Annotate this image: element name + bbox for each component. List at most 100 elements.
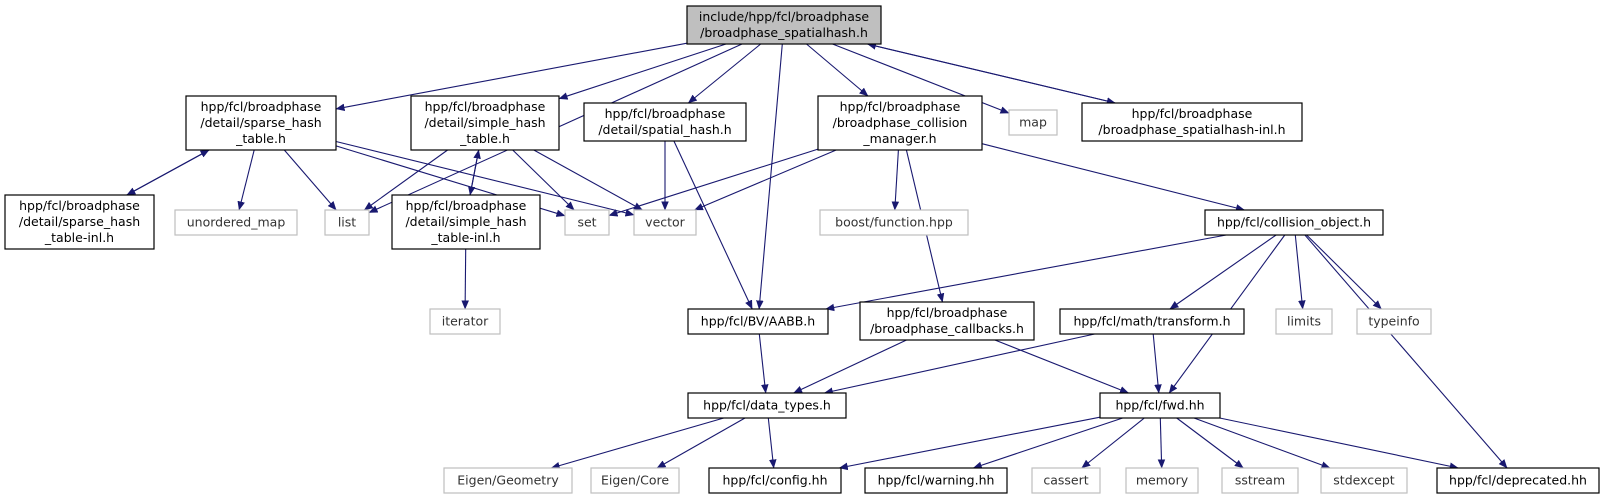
node-label-line: /detail/simple_hash bbox=[405, 214, 526, 229]
edge-simple-to-set bbox=[512, 149, 575, 211]
node-typeinfo: typeinfo bbox=[1356, 308, 1432, 335]
edge-datatypes-to-config bbox=[767, 417, 777, 469]
node-label-line: hpp/fcl/broadphase bbox=[1132, 106, 1253, 121]
node-spatial[interactable]: hpp/fcl/broadphase/detail/spatial_hash.h bbox=[583, 102, 747, 142]
node-box bbox=[1008, 109, 1058, 136]
edge-collobj-to-aabb bbox=[825, 234, 1227, 312]
node-vector: vector bbox=[633, 209, 697, 236]
node-sparse[interactable]: hpp/fcl/broadphase/detail/sparse_hash_ta… bbox=[185, 95, 337, 151]
node-label-line: hpp/fcl/data_types.h bbox=[703, 398, 831, 413]
node-label-line: iterator bbox=[442, 314, 489, 329]
edge-simple_inl-to-simple bbox=[469, 149, 481, 196]
node-label-line: /detail/sparse_hash bbox=[200, 115, 321, 130]
node-label-line: set bbox=[577, 215, 596, 230]
node-inl[interactable]: hpp/fcl/broadphase/broadphase_spatialhas… bbox=[1081, 102, 1303, 142]
node-box bbox=[185, 95, 337, 151]
node-label-line: boost/function.hpp bbox=[835, 215, 953, 230]
node-limits: limits bbox=[1275, 308, 1333, 335]
node-box bbox=[1031, 467, 1101, 494]
edge-sparse-to-list bbox=[283, 149, 337, 211]
node-box bbox=[1125, 467, 1199, 494]
node-manager[interactable]: hpp/fcl/broadphase/broadphase_collision_… bbox=[817, 95, 983, 151]
edge-datatypes-to-core bbox=[656, 417, 746, 469]
node-box bbox=[859, 301, 1035, 341]
node-warning[interactable]: hpp/fcl/warning.hh bbox=[864, 467, 1008, 494]
node-label-line: /broadphase_callbacks.h bbox=[870, 321, 1024, 336]
edge-collobj-to-transform bbox=[1169, 234, 1277, 310]
node-fwd[interactable]: hpp/fcl/fwd.hh bbox=[1099, 392, 1221, 419]
edge-manager-to-boost bbox=[891, 149, 900, 211]
node-box bbox=[1099, 392, 1221, 419]
node-label-line: _table.h bbox=[235, 131, 286, 146]
edge-simple-to-list bbox=[363, 149, 448, 211]
node-label-line: hpp/fcl/broadphase bbox=[19, 198, 140, 213]
node-box bbox=[1204, 209, 1384, 236]
edge-aabb-to-datatypes bbox=[758, 333, 769, 394]
node-box bbox=[1059, 308, 1245, 335]
edge-sparse-to-vector bbox=[335, 140, 635, 217]
node-list: list bbox=[324, 209, 370, 236]
node-label-line: memory bbox=[1136, 473, 1189, 488]
node-core: Eigen/Core bbox=[590, 467, 680, 494]
node-label-line: _table.h bbox=[459, 131, 510, 146]
node-box bbox=[391, 194, 541, 250]
node-label-line: hpp/fcl/broadphase bbox=[840, 99, 961, 114]
node-label-line: /broadphase_spatialhash.h bbox=[700, 25, 868, 40]
node-datatypes[interactable]: hpp/fcl/data_types.h bbox=[687, 392, 847, 419]
node-label-line: /broadphase_collision bbox=[833, 115, 968, 130]
node-box bbox=[429, 308, 501, 335]
node-box bbox=[817, 95, 983, 151]
edge-root-to-spatial bbox=[687, 43, 762, 104]
node-label-line: sstream bbox=[1235, 473, 1285, 488]
node-box bbox=[564, 209, 610, 236]
node-deprecated[interactable]: hpp/fcl/deprecated.hh bbox=[1436, 467, 1600, 494]
node-transform[interactable]: hpp/fcl/math/transform.h bbox=[1059, 308, 1245, 335]
edge-transform-to-datatypes bbox=[823, 333, 1095, 395]
node-geometry: Eigen/Geometry bbox=[443, 467, 573, 494]
node-root[interactable]: include/hpp/fcl/broadphase/broadphase_sp… bbox=[686, 5, 882, 45]
edge-root-to-sparse bbox=[335, 42, 688, 112]
node-label-line: typeinfo bbox=[1368, 314, 1419, 329]
edge-fwd-to-stdexcept bbox=[1193, 417, 1331, 469]
edge-root-to-manager bbox=[806, 43, 869, 97]
edge-collobj-to-limits bbox=[1294, 234, 1306, 310]
node-sparse_inl[interactable]: hpp/fcl/broadphase/detail/sparse_hash_ta… bbox=[4, 194, 155, 250]
node-set: set bbox=[564, 209, 610, 236]
node-box bbox=[687, 308, 829, 335]
node-unordered_map: unordered_map bbox=[174, 209, 298, 236]
node-box bbox=[324, 209, 370, 236]
node-box bbox=[1275, 308, 1333, 335]
node-boost: boost/function.hpp bbox=[819, 209, 969, 236]
node-aabb[interactable]: hpp/fcl/BV/AABB.h bbox=[687, 308, 829, 335]
edge-callbacks-to-fwd bbox=[994, 339, 1129, 394]
node-collobj[interactable]: hpp/fcl/collision_object.h bbox=[1204, 209, 1384, 236]
node-box bbox=[410, 95, 560, 151]
node-label-line: vector bbox=[645, 215, 686, 230]
edge-root-to-simple bbox=[558, 43, 727, 100]
edge-fwd-to-cassert bbox=[1081, 417, 1145, 469]
edge-manager-to-vector bbox=[694, 149, 837, 211]
node-memory: memory bbox=[1125, 467, 1199, 494]
node-simple[interactable]: hpp/fcl/broadphase/detail/simple_hash_ta… bbox=[410, 95, 560, 151]
edge-simple-to-vector bbox=[533, 149, 643, 211]
node-label-line: Eigen/Core bbox=[601, 473, 669, 488]
node-label-line: hpp/fcl/broadphase bbox=[201, 99, 322, 114]
node-label-line: hpp/fcl/math/transform.h bbox=[1073, 314, 1230, 329]
edge-fwd-to-sstream bbox=[1176, 417, 1244, 469]
node-map: map bbox=[1008, 109, 1058, 136]
node-callbacks[interactable]: hpp/fcl/broadphase/broadphase_callbacks.… bbox=[859, 301, 1035, 341]
node-box bbox=[174, 209, 298, 236]
edge-manager-to-set bbox=[608, 148, 819, 217]
node-label-line: /detail/simple_hash bbox=[424, 115, 545, 130]
edge-fwd-to-memory bbox=[1157, 417, 1166, 469]
node-label-line: hpp/fcl/broadphase bbox=[605, 106, 726, 121]
node-box bbox=[819, 209, 969, 236]
edge-inl-to-root bbox=[866, 42, 1116, 104]
node-label-line: Eigen/Geometry bbox=[457, 473, 559, 488]
node-label-line: _manager.h bbox=[862, 131, 936, 146]
node-config[interactable]: hpp/fcl/config.hh bbox=[708, 467, 842, 494]
node-simple_inl[interactable]: hpp/fcl/broadphase/detail/simple_hash_ta… bbox=[391, 194, 541, 250]
node-label-line: hpp/fcl/config.hh bbox=[722, 473, 827, 488]
node-label-line: hpp/fcl/warning.hh bbox=[878, 473, 995, 488]
node-box bbox=[583, 102, 747, 142]
